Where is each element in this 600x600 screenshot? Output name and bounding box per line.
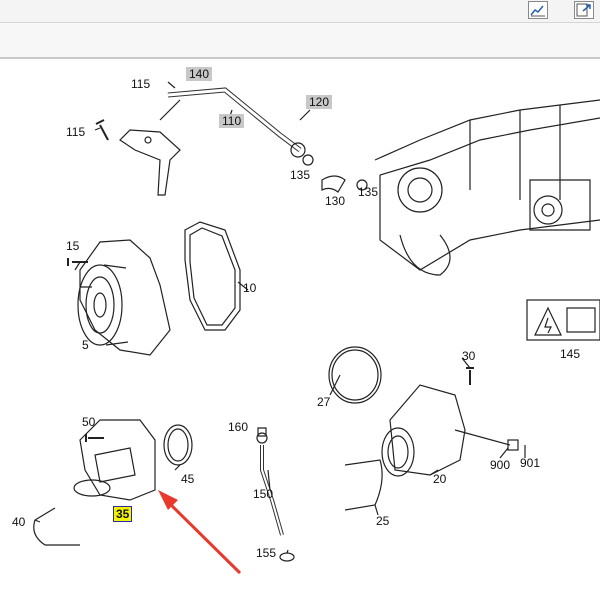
export-icon[interactable] bbox=[574, 1, 594, 19]
part-label-135[interactable]: 135 bbox=[290, 168, 311, 182]
part-label-10[interactable]: 10 bbox=[243, 281, 257, 295]
part-label-40[interactable]: 40 bbox=[12, 515, 26, 529]
part-label-135-right[interactable]: 135 bbox=[358, 185, 379, 199]
part-label-5[interactable]: 5 bbox=[82, 338, 89, 352]
part-label-50[interactable]: 50 bbox=[82, 415, 96, 429]
part-label-25[interactable]: 25 bbox=[376, 514, 390, 528]
parts-diagram-viewport[interactable] bbox=[0, 62, 600, 600]
part-label-45[interactable]: 45 bbox=[181, 472, 195, 486]
secondary-toolbar bbox=[0, 23, 600, 59]
part-label-15[interactable]: 15 bbox=[66, 239, 80, 253]
part-label-145[interactable]: 145 bbox=[560, 347, 581, 361]
part-label-150[interactable]: 150 bbox=[253, 487, 274, 501]
part-label-35-highlighted[interactable]: 35 bbox=[113, 506, 133, 522]
part-label-27[interactable]: 27 bbox=[317, 395, 331, 409]
part-label-155[interactable]: 155 bbox=[256, 546, 277, 560]
part-label-20[interactable]: 20 bbox=[433, 472, 447, 486]
part-label-900[interactable]: 900 bbox=[490, 458, 511, 472]
chart-icon[interactable] bbox=[528, 1, 548, 19]
pointer-arrow bbox=[158, 490, 242, 575]
part-label-115[interactable]: 115 bbox=[131, 77, 151, 91]
part-label-140[interactable]: 140 bbox=[186, 67, 213, 81]
part-label-115-bracket[interactable]: 115 bbox=[66, 125, 86, 139]
part-label-120[interactable]: 120 bbox=[306, 95, 333, 109]
part-label-901[interactable]: 901 bbox=[520, 456, 541, 470]
part-label-160[interactable]: 160 bbox=[228, 420, 249, 434]
part-label-110[interactable]: 110 bbox=[219, 114, 245, 128]
part-label-130[interactable]: 130 bbox=[325, 194, 346, 208]
top-toolbar bbox=[0, 0, 600, 23]
part-label-30[interactable]: 30 bbox=[462, 349, 476, 363]
